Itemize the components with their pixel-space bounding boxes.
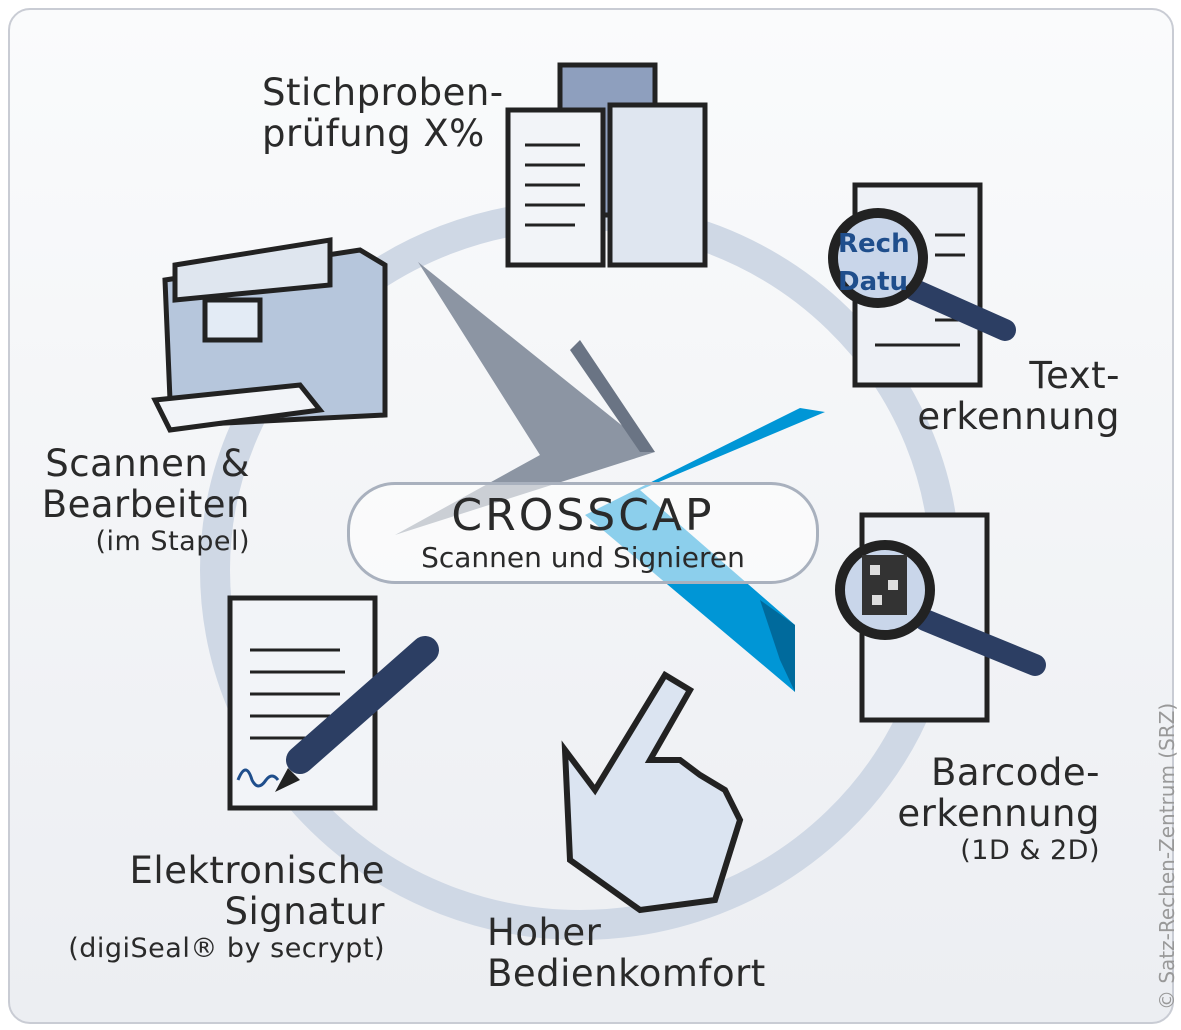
step-text-line1: Text- xyxy=(1029,354,1120,397)
center-product-badge: CROSSCAP Scannen und Signieren xyxy=(347,482,819,584)
hand-cursor-icon xyxy=(561,670,744,914)
step-text-recognition: Text- erkennung xyxy=(880,355,1120,437)
signature-document-icon xyxy=(227,595,439,811)
step-barcode-line2: erkennung xyxy=(897,792,1100,835)
text-magnifier-icon: Rech Datu xyxy=(828,182,1016,388)
product-title: CROSSCAP xyxy=(451,490,715,541)
step-usability-line2: Bedienkomfort xyxy=(487,952,766,995)
step-scanning-line2: Bearbeiten xyxy=(41,483,250,526)
magnifier-text-2: Datu xyxy=(838,267,908,297)
step-scanning-note: (im Stapel) xyxy=(95,526,250,557)
magnifier-text-1: Rech xyxy=(838,229,910,259)
step-sampling-line1: Stichproben- xyxy=(262,71,504,114)
step-scanning-line1: Scannen & xyxy=(45,442,250,485)
step-usability: Hoher Bedienkomfort xyxy=(487,912,766,994)
step-signature-line1: Elektronische xyxy=(129,849,385,892)
step-barcode: Barcode- erkennung (1D & 2D) xyxy=(860,752,1100,868)
documents-stack-icon xyxy=(505,62,708,268)
copyright-note: © Satz-Rechen-Zentrum (SRZ) xyxy=(1155,702,1179,1010)
step-usability-line1: Hoher xyxy=(487,911,602,954)
pen-icon xyxy=(286,636,439,774)
step-sampling: Stichproben- prüfung X% xyxy=(262,72,504,154)
gray-arrow-shape xyxy=(395,262,655,535)
step-text-line2: erkennung xyxy=(917,395,1120,438)
step-signature-note: (digiSeal® by secrypt) xyxy=(68,933,385,964)
barcode-magnifier-icon xyxy=(835,512,1046,723)
scanner-printer-icon xyxy=(151,237,388,433)
step-barcode-line1: Barcode- xyxy=(930,751,1100,794)
product-subtitle: Scannen und Signieren xyxy=(421,541,745,574)
step-sampling-line2: prüfung X% xyxy=(262,112,485,155)
step-signature-line2: Signatur xyxy=(224,890,385,933)
step-scanning: Scannen & Bearbeiten (im Stapel) xyxy=(10,443,250,559)
step-signature: Elektronische Signatur (digiSeal® by sec… xyxy=(40,850,385,966)
step-barcode-note: (1D & 2D) xyxy=(960,835,1100,866)
